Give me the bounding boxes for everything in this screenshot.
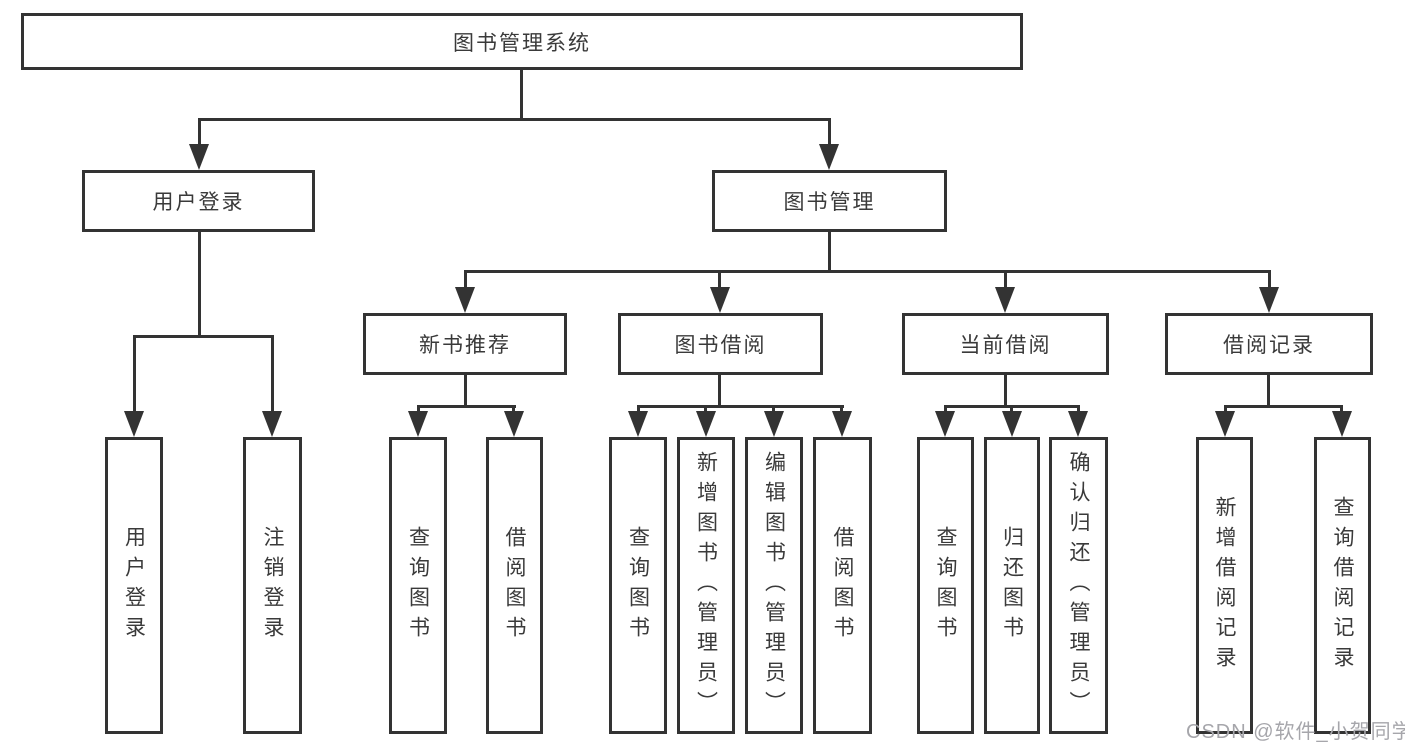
connector-line bbox=[417, 405, 516, 408]
leaf-add-borrow-record: 新增借阅记录 bbox=[1196, 437, 1253, 734]
connector-line bbox=[1268, 270, 1271, 292]
arrow-down-icon bbox=[1215, 411, 1235, 437]
arrow-down-icon bbox=[710, 287, 730, 313]
leaf-query-books: 查询图书 bbox=[917, 437, 974, 734]
connector-line bbox=[1004, 375, 1007, 408]
leaf-label: 借阅图书 bbox=[831, 525, 854, 646]
connector-line bbox=[828, 232, 831, 273]
connector-line bbox=[464, 270, 1271, 273]
leaf-add-book-admin: 新增图书（管理员） bbox=[677, 437, 735, 734]
connector-line bbox=[464, 270, 467, 292]
connector-line bbox=[133, 335, 274, 338]
node-borrow-records: 借阅记录 bbox=[1165, 313, 1373, 375]
arrow-down-icon bbox=[1002, 411, 1022, 437]
leaf-return-book: 归还图书 bbox=[984, 437, 1040, 734]
connector-line bbox=[1004, 270, 1007, 292]
leaf-user-login: 用户登录 bbox=[105, 437, 163, 734]
leaf-borrow-books: 借阅图书 bbox=[486, 437, 543, 734]
leaf-logout: 注销登录 bbox=[243, 437, 302, 734]
connector-line bbox=[1267, 375, 1270, 408]
arrow-down-icon bbox=[408, 411, 428, 437]
arrow-down-icon bbox=[504, 411, 524, 437]
connector-line bbox=[1224, 405, 1343, 408]
connector-line bbox=[133, 335, 136, 415]
node-book-management: 图书管理 bbox=[712, 170, 947, 232]
leaf-label: 用户登录 bbox=[122, 525, 146, 646]
leaf-query-books: 查询图书 bbox=[609, 437, 667, 734]
arrow-down-icon bbox=[262, 411, 282, 437]
leaf-label: 确认归还（管理员） bbox=[1067, 450, 1090, 721]
arrow-down-icon bbox=[628, 411, 648, 437]
connector-line bbox=[828, 118, 831, 148]
leaf-label: 注销登录 bbox=[261, 525, 284, 646]
leaf-label: 查询图书 bbox=[934, 525, 957, 646]
connector-line bbox=[718, 270, 721, 292]
connector-line bbox=[637, 405, 844, 408]
arrow-down-icon bbox=[819, 144, 839, 170]
arrow-down-icon bbox=[832, 411, 852, 437]
arrow-down-icon bbox=[696, 411, 716, 437]
leaf-label: 新增借阅记录 bbox=[1213, 495, 1236, 676]
connector-line bbox=[198, 118, 201, 148]
node-user-login: 用户登录 bbox=[82, 170, 315, 232]
connector-line bbox=[464, 375, 467, 408]
leaf-label: 查询借阅记录 bbox=[1331, 495, 1354, 676]
connector-line bbox=[718, 375, 721, 408]
arrow-down-icon bbox=[455, 287, 475, 313]
node-current-borrow: 当前借阅 bbox=[902, 313, 1109, 375]
leaf-label: 查询图书 bbox=[626, 525, 650, 646]
connector-line bbox=[198, 118, 831, 121]
arrow-down-icon bbox=[995, 287, 1015, 313]
leaf-label: 借阅图书 bbox=[503, 525, 526, 646]
connector-line bbox=[198, 232, 201, 338]
arrow-down-icon bbox=[1332, 411, 1352, 437]
arrow-down-icon bbox=[1068, 411, 1088, 437]
leaf-label: 查询图书 bbox=[406, 525, 430, 646]
node-new-book-recommend: 新书推荐 bbox=[363, 313, 567, 375]
leaf-label: 新增图书（管理员） bbox=[694, 450, 718, 721]
leaf-query-books: 查询图书 bbox=[389, 437, 447, 734]
node-book-borrow: 图书借阅 bbox=[618, 313, 823, 375]
arrow-down-icon bbox=[935, 411, 955, 437]
leaf-confirm-return-admin: 确认归还（管理员） bbox=[1049, 437, 1108, 734]
leaf-label: 归还图书 bbox=[1000, 525, 1024, 646]
arrow-down-icon bbox=[1259, 287, 1279, 313]
node-root: 图书管理系统 bbox=[21, 13, 1023, 70]
arrow-down-icon bbox=[764, 411, 784, 437]
connector-line bbox=[271, 335, 274, 415]
leaf-borrow-books: 借阅图书 bbox=[813, 437, 872, 734]
leaf-query-borrow-record: 查询借阅记录 bbox=[1314, 437, 1371, 734]
connector-line bbox=[520, 70, 523, 121]
csdn-watermark: CSDN @软件_小贺同学 bbox=[1186, 721, 1405, 743]
leaf-edit-book-admin: 编辑图书（管理员） bbox=[745, 437, 803, 734]
arrow-down-icon bbox=[189, 144, 209, 170]
arrow-down-icon bbox=[124, 411, 144, 437]
leaf-label: 编辑图书（管理员） bbox=[762, 450, 786, 721]
